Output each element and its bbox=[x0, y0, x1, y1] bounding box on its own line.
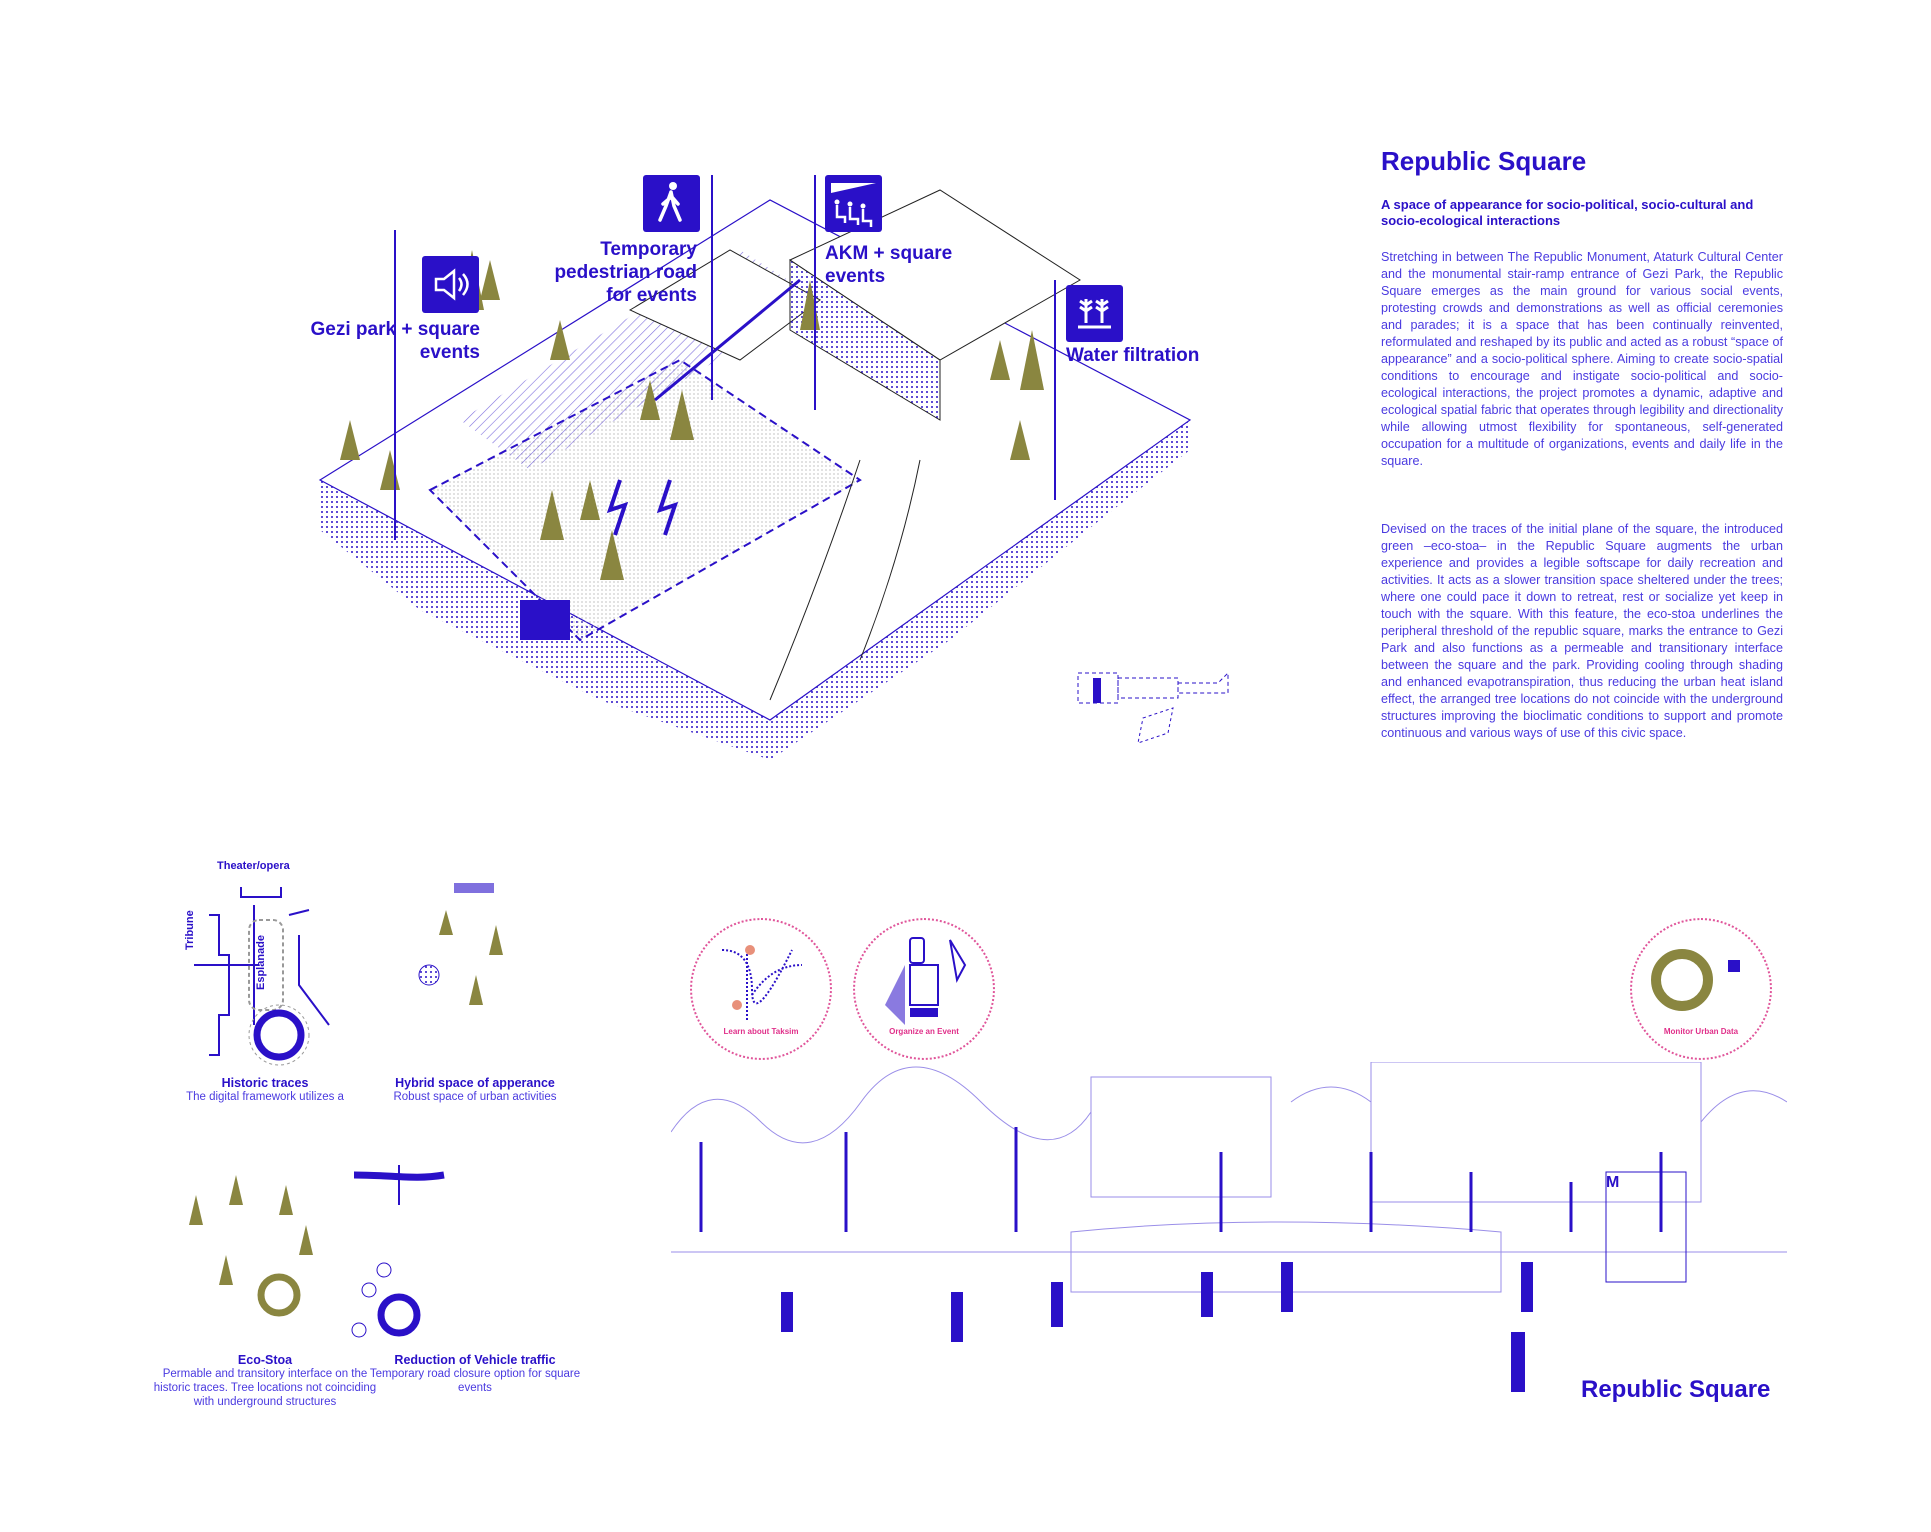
key-plan bbox=[1077, 671, 1229, 744]
caption-desc: Permable and transitory interface on the… bbox=[153, 1368, 377, 1408]
metro-sign: M bbox=[1606, 1174, 1619, 1191]
speaker-icon bbox=[422, 256, 479, 313]
caption-desc: Robust space of urban activities bbox=[393, 1091, 557, 1103]
page-subtitle: A space of appearance for socio-politica… bbox=[1381, 197, 1754, 228]
app-circle-learn[interactable]: Learn about Taksim bbox=[690, 918, 832, 1060]
app-circle-monitor[interactable]: Monitor Urban Data bbox=[1630, 918, 1772, 1060]
caption-title: Reduction of Vehicle traffic bbox=[394, 1353, 556, 1367]
seating-icon bbox=[825, 175, 882, 232]
taksim-map-icon bbox=[721, 945, 803, 1020]
urban-data-map-icon bbox=[1651, 949, 1740, 1011]
body-paragraph-1: Stretching in between The Republic Monum… bbox=[1381, 250, 1783, 468]
caption-title: Historic traces bbox=[221, 1076, 309, 1090]
circle-label: Learn about Taksim bbox=[723, 1027, 799, 1036]
caption-desc: The digital framework utilizes a bbox=[186, 1091, 344, 1103]
label-gezi-park: Gezi park + square events bbox=[310, 319, 481, 363]
event-map-icon bbox=[885, 937, 967, 1025]
label-esplanade: Esplanade bbox=[255, 934, 267, 990]
caption-desc: Temporary road closure option for square… bbox=[369, 1368, 581, 1394]
scene-title: Republic Square bbox=[1581, 1376, 1771, 1403]
plant-icon bbox=[1066, 285, 1123, 342]
label-akm: AKM + square events bbox=[825, 243, 953, 287]
circle-label: Organize an Event bbox=[889, 1027, 959, 1036]
street-scene-illustration: M bbox=[671, 1062, 1787, 1392]
label-pedestrian-road: Temporary pedestrian road for events bbox=[554, 239, 697, 306]
circle-label: Monitor Urban Data bbox=[1663, 1027, 1739, 1036]
app-circle-organize[interactable]: Organize an Event bbox=[853, 918, 995, 1060]
concept-diagrams bbox=[189, 883, 503, 1338]
page-title: Republic Square bbox=[1381, 146, 1587, 176]
body-paragraph-2: Devised on the traces of the initial pla… bbox=[1381, 522, 1783, 740]
label-tribune: Tribune bbox=[184, 910, 196, 950]
axonometric-drawing bbox=[318, 175, 1192, 760]
caption-title: Eco-Stoa bbox=[237, 1353, 293, 1367]
label-theater-opera: Theater/opera bbox=[217, 860, 290, 872]
caption-title: Hybrid space of apperance bbox=[395, 1076, 555, 1090]
label-water-filtration: Water filtration bbox=[1066, 345, 1200, 366]
pedestrian-icon bbox=[643, 175, 700, 232]
